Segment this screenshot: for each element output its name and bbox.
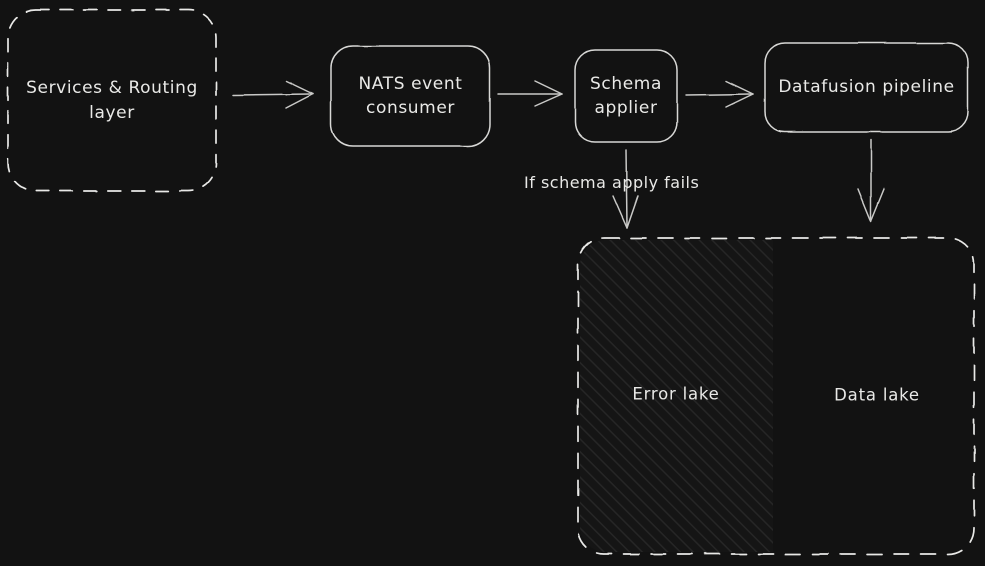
- node-schema-applier[interactable]: Schema applier: [575, 50, 677, 142]
- schema-applier-shape: [574, 49, 678, 143]
- error-lake-hatch: [580, 240, 773, 552]
- node-datafusion-pipeline[interactable]: Datafusion pipeline: [765, 43, 968, 132]
- datafusion-pipeline-shape: [764, 42, 969, 133]
- arrow-datafusion-to-data-lake: [857, 139, 885, 222]
- error-lake-label[interactable]: Error lake: [632, 384, 720, 404]
- services-routing-layer-shape: [7, 9, 217, 192]
- nats-event-consumer-shape: [330, 45, 491, 147]
- arrow-services-to-nats: [232, 80, 314, 109]
- schema-applier-label: Schema applier: [590, 73, 662, 118]
- datafusion-pipeline-label: Datafusion pipeline: [778, 77, 955, 98]
- data-lake-label[interactable]: Data lake: [834, 385, 920, 405]
- node-services-routing-layer[interactable]: Services & Routing layer: [8, 10, 216, 191]
- arrow-nats-to-schema: [497, 80, 563, 107]
- nats-event-consumer-label: NATS event consumer: [358, 73, 463, 118]
- node-nats-event-consumer[interactable]: NATS event consumer: [331, 46, 490, 146]
- edge-label-schema-apply-fails: If schema apply fails: [524, 173, 700, 192]
- arrow-schema-to-datafusion: [685, 80, 754, 108]
- arrow-schema-to-error-lake: [612, 149, 639, 229]
- lakes-container-shape: [577, 237, 975, 555]
- services-routing-layer-label: Services & Routing layer: [26, 78, 198, 123]
